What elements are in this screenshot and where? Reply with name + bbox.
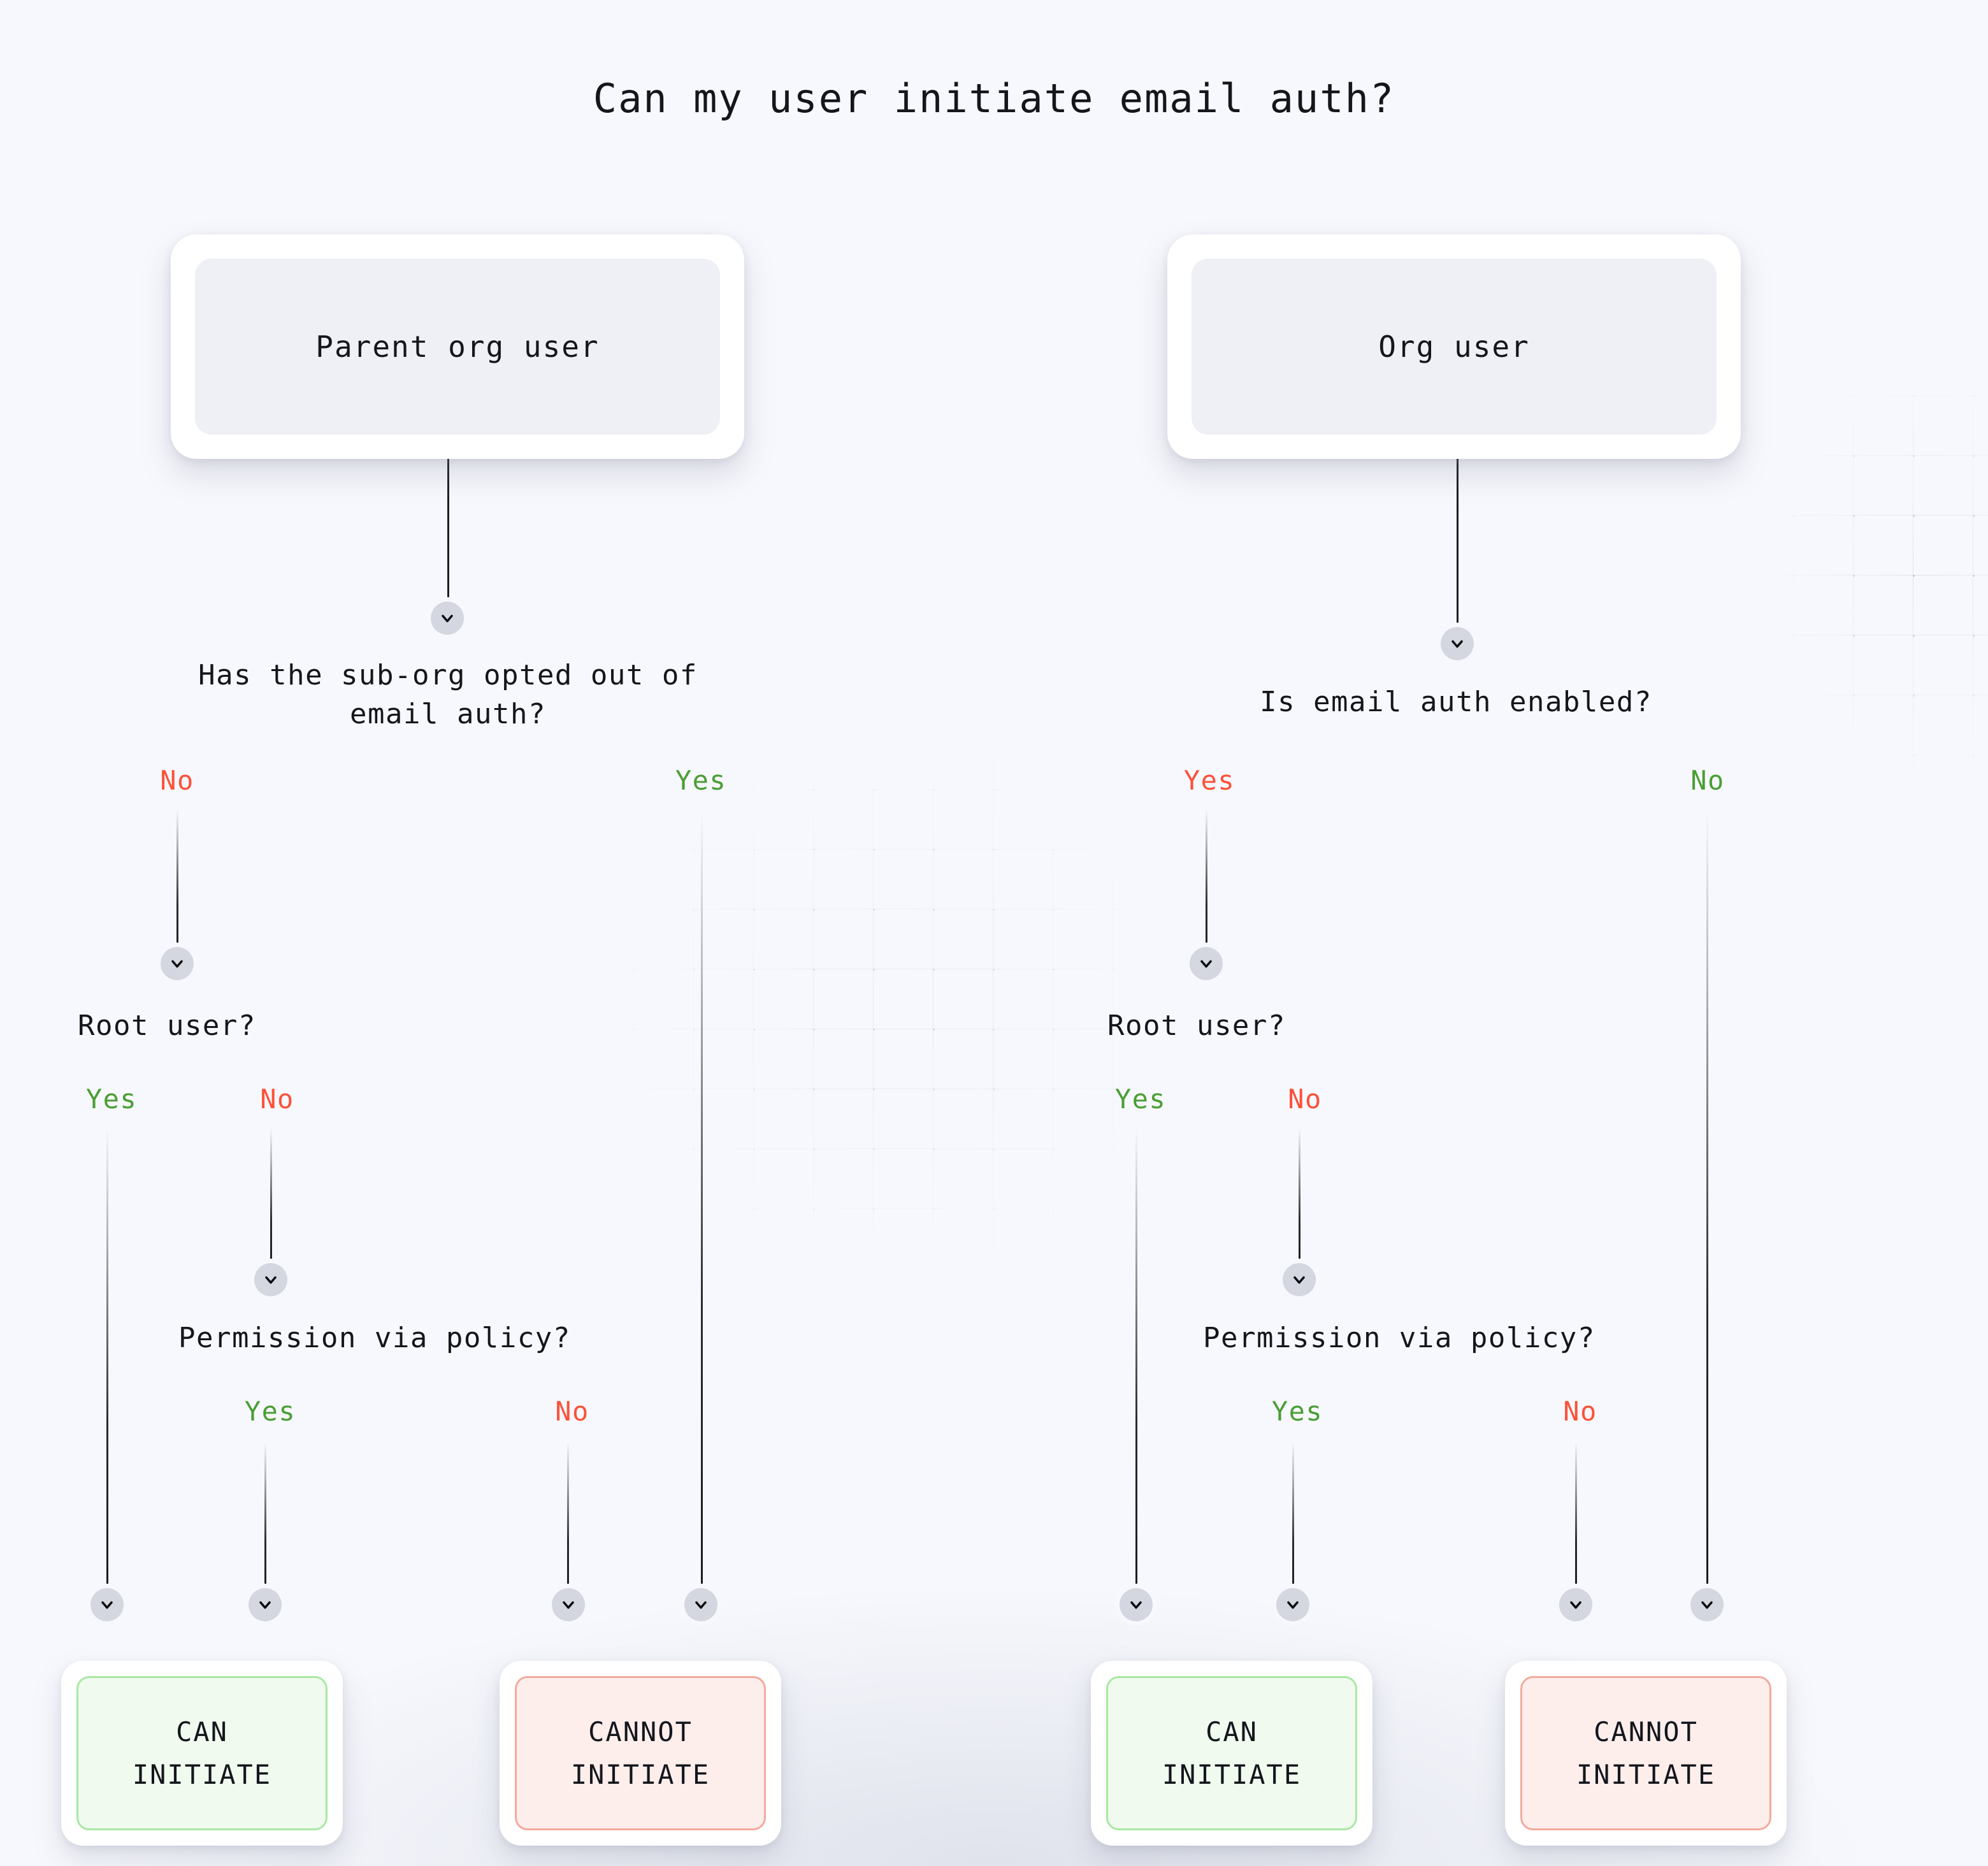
- outcome-card-left-can-body: CAN INITIATE: [76, 1676, 328, 1830]
- node-chevron-q2-right[interactable]: [1190, 947, 1223, 980]
- chevron-down-icon: [1701, 1601, 1713, 1609]
- outcome-card-left-can[interactable]: CAN INITIATE: [61, 1661, 343, 1846]
- branch-label-q1-left-1: Yes: [675, 765, 727, 796]
- outcome-label-line1: CANNOT: [588, 1716, 693, 1747]
- page-title: Can my user initiate email auth?: [593, 75, 1395, 122]
- chevron-down-icon: [442, 614, 453, 623]
- branch-label-q3-right-1: No: [1563, 1396, 1597, 1427]
- chevron-down-icon: [101, 1601, 113, 1609]
- edge-q3-yes-to-outcome-right: [1292, 1442, 1294, 1603]
- question-q3-right: Permission via policy?: [1203, 1322, 1595, 1354]
- edge-q1-no-to-q2-left: [176, 809, 178, 962]
- node-chevron-outcome-left-0[interactable]: [90, 1588, 124, 1621]
- chevron-down-icon: [695, 1601, 707, 1609]
- branch-label-q3-right-0: Yes: [1271, 1396, 1323, 1427]
- branch-label-q1-right-1: No: [1690, 765, 1725, 796]
- edge-root-to-q1-right: [1457, 459, 1459, 641]
- node-chevron-outcome-right-0[interactable]: [1120, 1588, 1153, 1621]
- branch-label-q1-left-0: No: [160, 765, 194, 796]
- outcome-label-line2: INITIATE: [570, 1759, 710, 1790]
- edge-q1-no-to-outcome-right: [1706, 809, 1708, 1603]
- node-chevron-outcome-right-3[interactable]: [1690, 1588, 1724, 1621]
- chevron-down-icon: [563, 1601, 574, 1609]
- node-chevron-q1-left[interactable]: [431, 602, 464, 635]
- outcome-label-line2: INITIATE: [1162, 1759, 1302, 1790]
- branch-label-q3-left-1: No: [555, 1396, 589, 1427]
- outcome-card-right-can[interactable]: CAN INITIATE: [1091, 1661, 1372, 1846]
- edge-q2-yes-to-outcome-right: [1135, 1128, 1137, 1603]
- outcome-card-left-cannot-body: CANNOT INITIATE: [515, 1676, 766, 1830]
- outcome-card-right-cannot-body: CANNOT INITIATE: [1520, 1676, 1771, 1830]
- node-chevron-outcome-left-2[interactable]: [552, 1588, 585, 1621]
- root-card-org-user[interactable]: Org user: [1167, 235, 1741, 459]
- node-chevron-outcome-left-3[interactable]: [684, 1588, 717, 1621]
- chevron-down-icon: [259, 1601, 271, 1609]
- outcome-card-right-cannot[interactable]: CANNOT INITIATE: [1505, 1661, 1787, 1846]
- edge-root-to-q1-left: [447, 459, 449, 617]
- chevron-down-icon: [171, 960, 183, 968]
- question-q3-left: Permission via policy?: [178, 1322, 571, 1354]
- outcome-label-line2: INITIATE: [1576, 1759, 1716, 1790]
- branch-label-q1-right-0: Yes: [1183, 765, 1235, 796]
- question-q2-left: Root user?: [78, 1009, 256, 1042]
- outcome-label-line2: INITIATE: [132, 1759, 272, 1790]
- chevron-down-icon: [1293, 1276, 1305, 1284]
- grid-patch-center: [573, 669, 1211, 1319]
- question-q1-left: Has the sub-org opted out of email auth?: [198, 659, 698, 730]
- root-card-parent-org-user-label: Parent org user: [195, 259, 720, 435]
- edge-q3-no-to-outcome-right: [1575, 1442, 1577, 1603]
- branch-label-q2-left-0: Yes: [85, 1083, 138, 1115]
- edge-q3-yes-to-outcome-left: [264, 1442, 266, 1603]
- branch-label-q2-right-1: No: [1288, 1083, 1322, 1115]
- question-q2-right: Root user?: [1107, 1009, 1286, 1042]
- edge-q2-no-to-q3-left: [270, 1128, 272, 1278]
- edge-q3-no-to-outcome-left: [567, 1442, 569, 1603]
- outcome-label-line1: CANNOT: [1594, 1716, 1698, 1747]
- grid-patch-right: [1733, 395, 1988, 790]
- node-chevron-q2-left[interactable]: [161, 947, 194, 980]
- branch-label-q3-left-0: Yes: [244, 1396, 296, 1427]
- node-chevron-outcome-right-1[interactable]: [1276, 1588, 1309, 1621]
- edge-q2-yes-to-outcome-left: [106, 1128, 108, 1603]
- chevron-down-icon: [1287, 1601, 1299, 1609]
- edge-q2-no-to-q3-right: [1299, 1128, 1300, 1278]
- node-chevron-q3-right[interactable]: [1283, 1263, 1316, 1296]
- outcome-label-line1: CAN: [1206, 1716, 1258, 1747]
- outcome-card-right-can-body: CAN INITIATE: [1106, 1676, 1357, 1830]
- edge-q1-yes-to-q2-right: [1206, 809, 1207, 962]
- chevron-down-icon: [1451, 640, 1463, 648]
- root-card-parent-org-user[interactable]: Parent org user: [171, 235, 744, 459]
- chevron-down-icon: [1570, 1601, 1581, 1609]
- outcome-card-left-cannot[interactable]: CANNOT INITIATE: [500, 1661, 781, 1846]
- branch-label-q2-left-1: No: [260, 1083, 294, 1115]
- node-chevron-outcome-right-2[interactable]: [1559, 1588, 1592, 1621]
- chevron-down-icon: [265, 1276, 277, 1284]
- node-chevron-q3-left[interactable]: [254, 1263, 287, 1296]
- outcome-label-line1: CAN: [176, 1716, 228, 1747]
- node-chevron-q1-right[interactable]: [1441, 627, 1474, 660]
- chevron-down-icon: [1200, 960, 1212, 968]
- branch-label-q2-right-0: Yes: [1114, 1083, 1167, 1115]
- node-chevron-outcome-left-1[interactable]: [248, 1588, 282, 1621]
- edge-q1-yes-to-outcome-left: [701, 809, 703, 1603]
- root-card-org-user-label: Org user: [1192, 259, 1717, 435]
- question-q1-right: Is email auth enabled?: [1260, 686, 1652, 718]
- chevron-down-icon: [1130, 1601, 1142, 1609]
